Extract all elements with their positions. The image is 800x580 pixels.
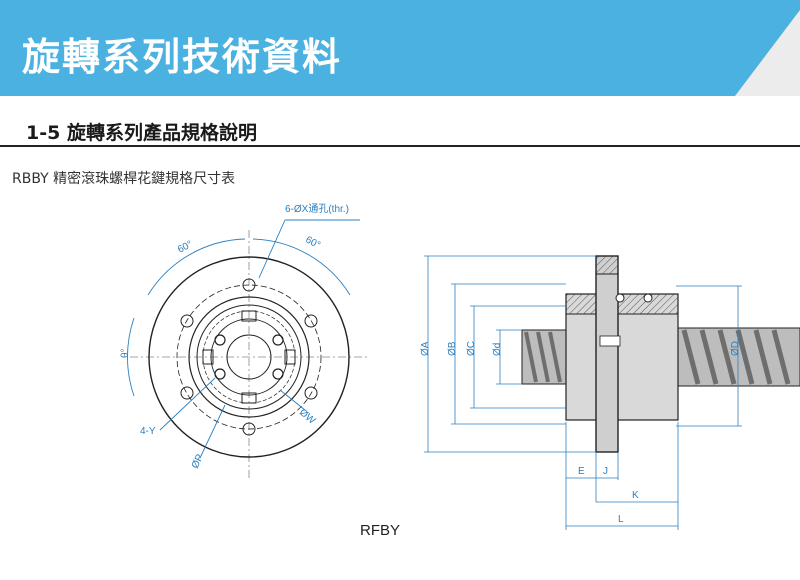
len-j-label: J bbox=[603, 466, 608, 477]
thread-right bbox=[681, 329, 791, 385]
spline-circle bbox=[210, 318, 288, 396]
side-view bbox=[521, 255, 800, 453]
theta-arc bbox=[127, 317, 135, 397]
front-view bbox=[130, 230, 370, 480]
pcd-p-label: ØP bbox=[190, 452, 206, 470]
pcd-w-label: ØW bbox=[297, 407, 318, 427]
flange-hole bbox=[304, 314, 318, 328]
dia-a-label: ØA bbox=[420, 341, 431, 356]
len-l-label: L bbox=[618, 514, 624, 525]
len-e-label: E bbox=[578, 466, 585, 477]
model-name: RFBY bbox=[360, 522, 401, 539]
flange-hole bbox=[180, 386, 194, 400]
table-caption: RBBY 精密滾珠螺桿花鍵規格尺寸表 bbox=[12, 171, 236, 187]
flange-outer-circle bbox=[148, 256, 350, 458]
flange-hole bbox=[242, 422, 256, 436]
spline-key-right bbox=[284, 349, 296, 365]
theta-label: θ° bbox=[120, 348, 131, 358]
angle-arc-right bbox=[252, 238, 351, 296]
nut-inner-circle bbox=[196, 304, 302, 410]
spline-key-left bbox=[202, 349, 214, 365]
banner-corner bbox=[735, 10, 800, 96]
hole-leader bbox=[258, 219, 286, 279]
tapped-hole bbox=[214, 334, 226, 346]
flange-hole bbox=[180, 314, 194, 328]
banner-title: 旋轉系列技術資料 bbox=[22, 35, 343, 79]
title-banner bbox=[0, 0, 800, 96]
angle-right-label: 60° bbox=[303, 234, 322, 251]
spline-key-top bbox=[241, 310, 257, 322]
tapped-hole bbox=[272, 334, 284, 346]
front-view-dimensions bbox=[127, 219, 360, 459]
thread-left bbox=[524, 331, 562, 383]
dia-d-small-label: Ød bbox=[492, 343, 503, 356]
bolt-pcd-circle bbox=[176, 284, 322, 430]
flange-section bbox=[595, 255, 619, 275]
flange bbox=[595, 255, 619, 453]
tap-label: 4-Y bbox=[140, 426, 156, 437]
section-heading: 1-5 旋轉系列產品規格說明 bbox=[26, 122, 257, 144]
section-divider bbox=[0, 145, 800, 147]
technical-drawing: 6-ØX通孔(thr.) 60° 60° θ° 4-Y ØP ØW bbox=[120, 203, 800, 530]
nut-body bbox=[565, 293, 679, 421]
tapped-hole bbox=[272, 368, 284, 380]
angle-arc-left bbox=[147, 238, 246, 296]
flange-hole bbox=[304, 386, 318, 400]
spline-key-bottom bbox=[241, 392, 257, 404]
tap-leader bbox=[159, 377, 216, 431]
shaft-circle bbox=[226, 334, 272, 380]
tapped-hole bbox=[214, 368, 226, 380]
dia-d-shaft-label: ØD bbox=[730, 341, 741, 356]
pcd-w-leader bbox=[279, 389, 306, 411]
flange-hole bbox=[242, 278, 256, 292]
pcd-p-leader bbox=[199, 404, 226, 459]
mounting-screw-hole bbox=[599, 335, 621, 347]
nut-body-circle bbox=[188, 296, 310, 418]
len-k-label: K bbox=[632, 490, 639, 501]
ball bbox=[615, 293, 625, 303]
ball bbox=[643, 293, 653, 303]
hole-note-label: 6-ØX通孔(thr.) bbox=[285, 203, 349, 215]
dia-c-label: ØC bbox=[466, 341, 477, 356]
side-view-dimensions bbox=[424, 255, 742, 530]
banner-background bbox=[0, 0, 800, 96]
dia-b-label: ØB bbox=[447, 341, 458, 356]
